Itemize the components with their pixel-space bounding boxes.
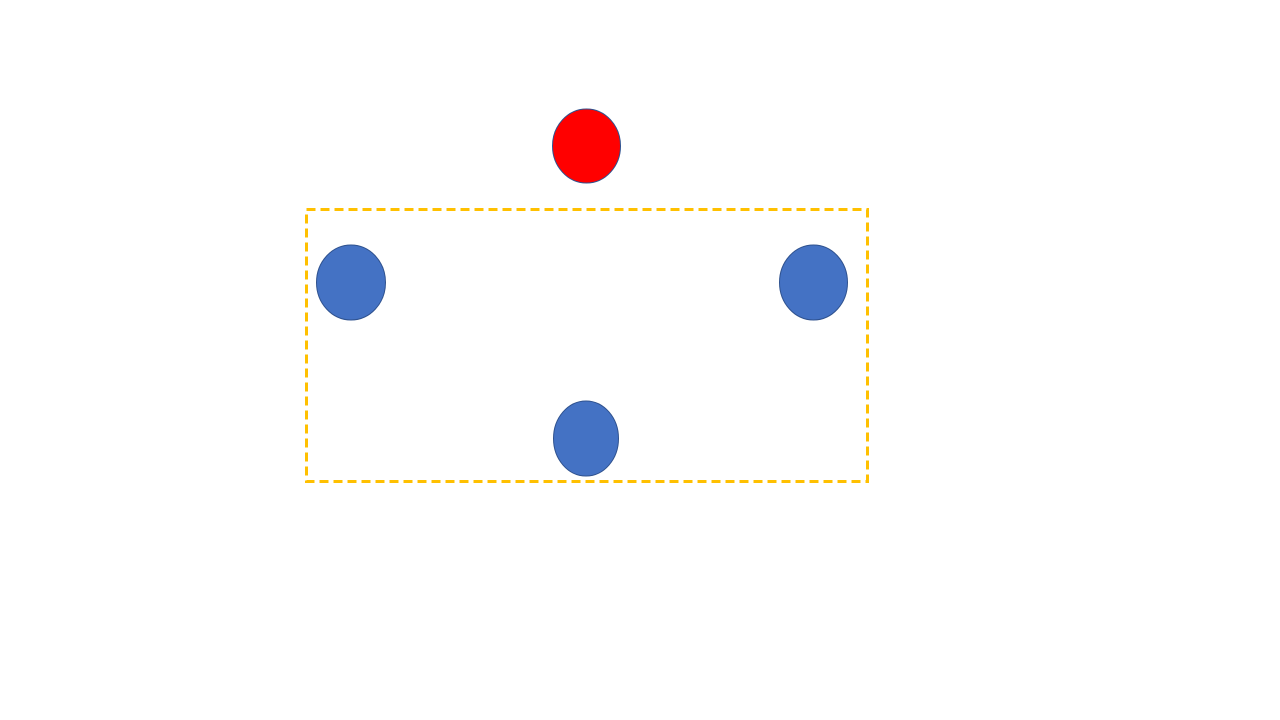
blue-node-right bbox=[779, 244, 848, 321]
blue-node-left bbox=[316, 244, 386, 321]
red-node-top bbox=[552, 108, 621, 184]
blue-node-bottom bbox=[553, 400, 619, 477]
dashed-region-box bbox=[305, 208, 869, 483]
